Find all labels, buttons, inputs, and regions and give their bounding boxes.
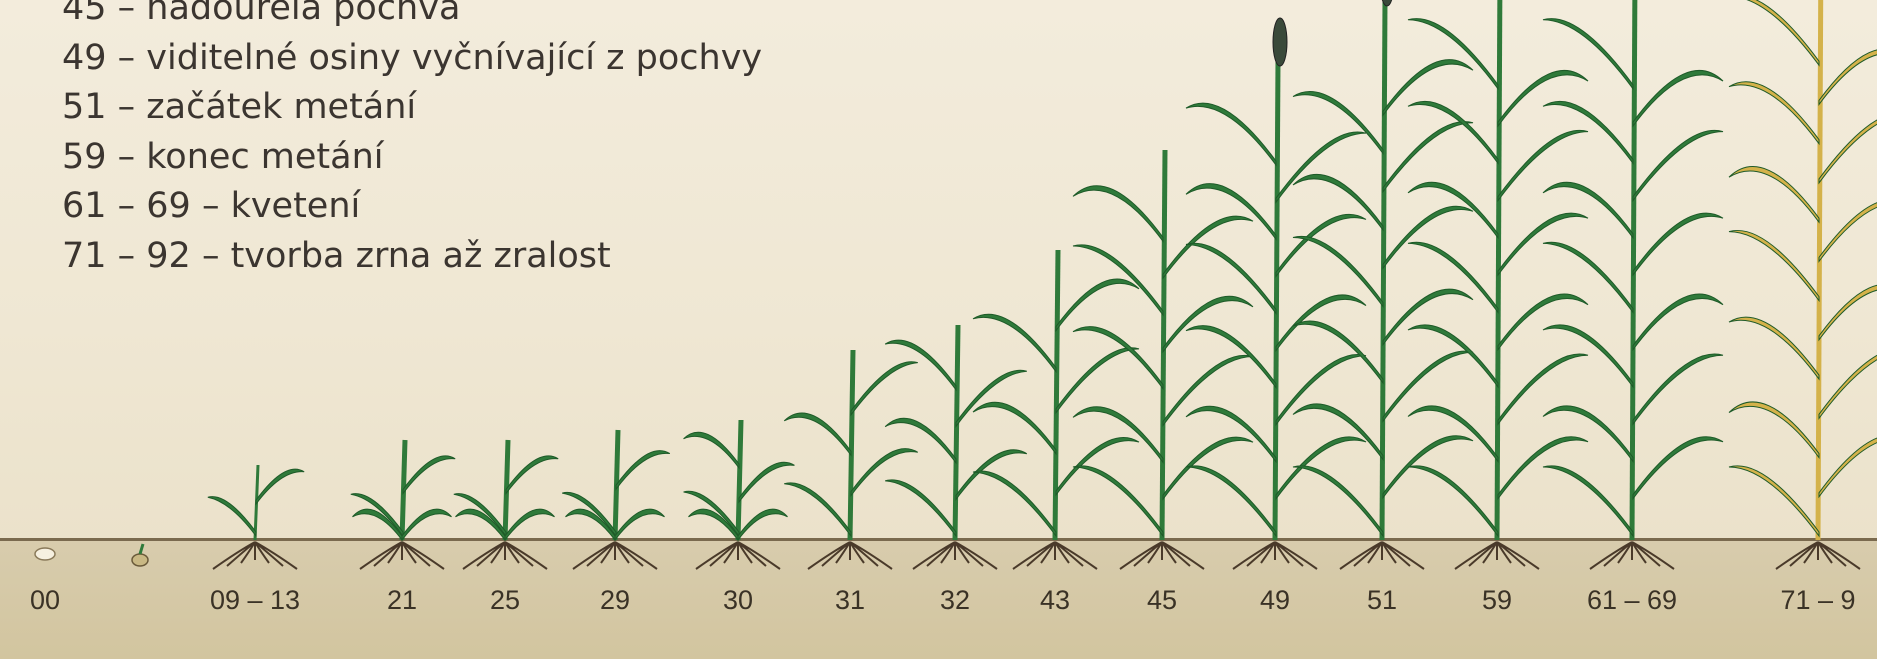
plant-booting	[973, 250, 1139, 569]
plant-tillering	[351, 440, 455, 569]
plant-stem-elongation	[784, 350, 918, 569]
plant-tillering	[454, 440, 558, 569]
plant-tillering	[684, 420, 795, 569]
plant-stem-elongation	[885, 325, 1027, 569]
plant-seedling	[208, 465, 304, 569]
plant-germinating-seed	[132, 544, 148, 566]
plant-heading	[1293, 0, 1473, 569]
plant-booting	[1073, 150, 1253, 569]
plant-tillering	[562, 430, 670, 569]
plant-ripening	[1729, 0, 1877, 569]
plant-heading	[1408, 0, 1588, 569]
plant-flowering	[1543, 0, 1723, 569]
plant-seed	[35, 548, 55, 560]
